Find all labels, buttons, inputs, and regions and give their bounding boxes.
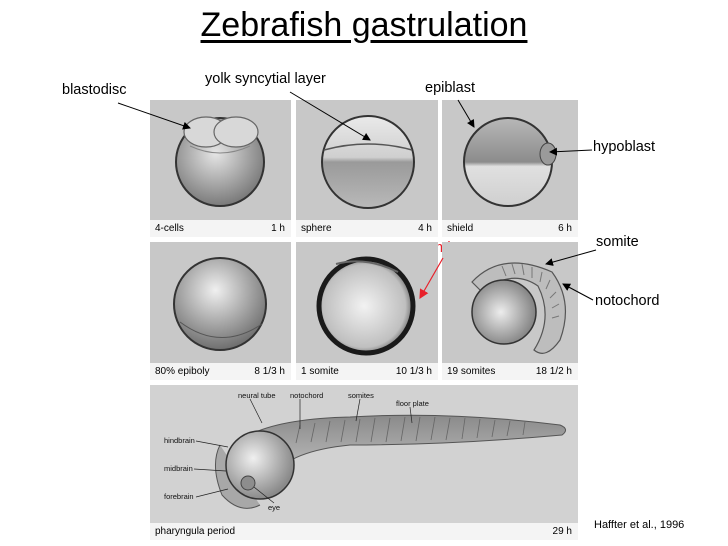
stage-time: 29 h (552, 526, 572, 537)
panel-pharyngula: neural tube notochord somites floor plat… (150, 385, 578, 540)
label-notochord: notochord (595, 293, 660, 309)
larva-pharyngula-image (193, 398, 566, 509)
credit-citation: Haffter et al., 1996 (594, 519, 685, 531)
stage-name: 1 somite (301, 366, 339, 377)
panel-caption: 19 somites 18 1/2 h (442, 363, 578, 380)
panel-80-epiboly: 80% epiboly 8 1/3 h (150, 242, 291, 380)
stage-name: sphere (301, 223, 332, 234)
panel-sphere: sphere 4 h (296, 100, 438, 237)
stage-name: pharyngula period (155, 526, 236, 537)
panel-caption: shield 6 h (442, 220, 578, 237)
panel-4-cells: 4-cells 1 h (150, 100, 291, 237)
embryo-shield-image (463, 117, 557, 207)
panel-19-somites: 19 somites 18 1/2 h (442, 242, 578, 380)
embryo-4-cells-image (175, 116, 265, 207)
label-larva-notochord: notochord (290, 391, 324, 400)
embryo-sphere-image (321, 115, 415, 209)
panel-caption: 4-cells 1 h (150, 220, 291, 237)
label-yolk-syncytial-layer: yolk syncytial layer (205, 71, 326, 87)
label-eye: eye (268, 503, 281, 512)
label-blastodisc: blastodisc (62, 82, 127, 98)
stage-name: 80% epiboly (155, 366, 210, 377)
stage-name: 19 somites (447, 366, 496, 377)
label-hindbrain: hindbrain (164, 436, 195, 445)
panel-shield: shield 6 h (442, 100, 578, 237)
label-somite: somite (596, 234, 639, 250)
embryo-19-somites-image (471, 262, 566, 354)
stage-time: 4 h (418, 223, 432, 234)
label-midbrain: midbrain (164, 464, 193, 473)
stage-time: 1 h (271, 223, 285, 234)
label-somites: somites (348, 391, 374, 400)
embryo-1-somite-image (316, 256, 416, 356)
stage-time: 18 1/2 h (535, 366, 572, 377)
page-title: Zebrafish gastrulation (200, 6, 528, 44)
stage-name: shield (447, 223, 474, 234)
stage-time: 6 h (558, 223, 572, 234)
stage-name: 4-cells (155, 223, 184, 234)
panel-1-somite: 1 somite 10 1/3 h (296, 242, 438, 380)
panel-caption: sphere 4 h (296, 220, 438, 237)
stage-time: 10 1/3 h (395, 366, 432, 377)
panel-caption: pharyngula period 29 h (150, 523, 578, 540)
label-forebrain: forebrain (164, 492, 194, 501)
label-neural-tube: neural tube (238, 391, 276, 400)
label-floor-plate: floor plate (396, 399, 429, 408)
embryo-80-epiboly-image (173, 257, 267, 351)
panel-caption: 80% epiboly 8 1/3 h (150, 363, 291, 380)
label-epiblast: epiblast (425, 80, 475, 96)
label-hypoblast: hypoblast (593, 139, 656, 155)
panel-caption: 1 somite 10 1/3 h (296, 363, 438, 380)
stage-time: 8 1/3 h (254, 366, 285, 377)
